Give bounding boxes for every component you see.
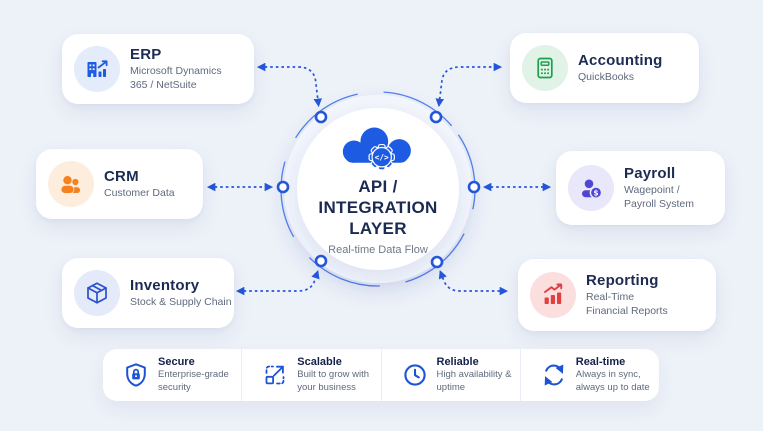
node-top-left (314, 110, 328, 124)
crm-title: CRM (104, 167, 139, 185)
hub-title-line1: API / (358, 177, 398, 196)
card-reporting: Reporting Real-Time Financial Reports (518, 259, 716, 331)
erp-title: ERP (130, 45, 162, 63)
erp-subtitle: Microsoft Dynamics 365 / NetSuite (130, 64, 222, 91)
hub-title-line2: INTEGRATION (318, 198, 438, 217)
card-accounting: Accounting QuickBooks (510, 33, 699, 103)
node-top-right (429, 110, 443, 124)
payroll-subtitle: Wagepoint / Payroll System (624, 183, 695, 210)
accounting-title: Accounting (578, 51, 663, 69)
connector-erp (256, 62, 322, 108)
reporting-title: Reporting (586, 271, 659, 289)
node-left (276, 180, 290, 194)
expand-arrow-icon (265, 365, 285, 385)
crm-subtitle: Customer Data (104, 186, 175, 199)
connector-reporting (438, 270, 509, 296)
feature-bar: Secure Enterprise-grade security Scalabl… (103, 349, 659, 401)
connector-accounting (435, 62, 503, 108)
card-payroll: $ Payroll Wagepoint / Payroll System (556, 151, 725, 225)
accounting-subtitle: QuickBooks (578, 70, 635, 83)
scalable-title: Scalable (297, 356, 342, 369)
secure-title: Secure (158, 356, 195, 369)
payroll-title: Payroll (624, 164, 676, 182)
reliable-subtitle: High availability & uptime (436, 369, 512, 393)
sync-arrows-icon (544, 364, 564, 386)
inventory-title: Inventory (130, 276, 200, 294)
hub-subtitle: Real-time Data Flow (328, 244, 428, 256)
node-bottom-right (430, 255, 444, 269)
code-glyph: </> (375, 153, 389, 162)
dollar-badge: $ (593, 188, 598, 197)
node-right (467, 180, 481, 194)
card-inventory: Inventory Stock & Supply Chain (62, 258, 234, 328)
shield-lock-icon (126, 363, 146, 387)
hub-rings (280, 91, 476, 287)
reliable-title: Reliable (436, 356, 479, 369)
scalable-subtitle: Built to grow with your business (297, 369, 370, 393)
secure-subtitle: Enterprise-grade security (158, 369, 229, 393)
feature-scalable: Scalable Built to grow with your busines… (241, 349, 380, 401)
reporting-subtitle: Real-Time Financial Reports (586, 290, 668, 317)
connector-inventory (235, 269, 320, 296)
building-chart-icon (74, 46, 120, 92)
bar-chart-arrow-icon (530, 272, 576, 318)
hub-title-line3: LAYER (349, 219, 407, 238)
inventory-subtitle: Stock & Supply Chain (130, 295, 232, 308)
hub-nodes (276, 110, 481, 269)
feature-reliable: Reliable High availability & uptime (380, 349, 520, 401)
person-dollar-icon: $ (568, 165, 614, 211)
clock-icon (403, 364, 426, 386)
api-integration-hub: </> API / INTEGRATION LAYER Real-time Da… (283, 122, 473, 256)
box-icon (74, 270, 120, 316)
realtime-title: Real-time (575, 356, 626, 369)
card-crm: CRM Customer Data (36, 149, 203, 219)
node-bottom-left (314, 254, 328, 268)
realtime-subtitle: Always in sync, always up to date (575, 369, 650, 393)
card-erp: ERP Microsoft Dynamics 365 / NetSuite (62, 34, 254, 104)
people-icon (48, 161, 94, 207)
cloud-gear-code-icon: </> (342, 127, 411, 171)
feature-realtime: Real-time Always in sync, always up to d… (519, 349, 659, 401)
feature-secure: Secure Enterprise-grade security (103, 349, 241, 401)
calculator-icon (522, 45, 568, 91)
